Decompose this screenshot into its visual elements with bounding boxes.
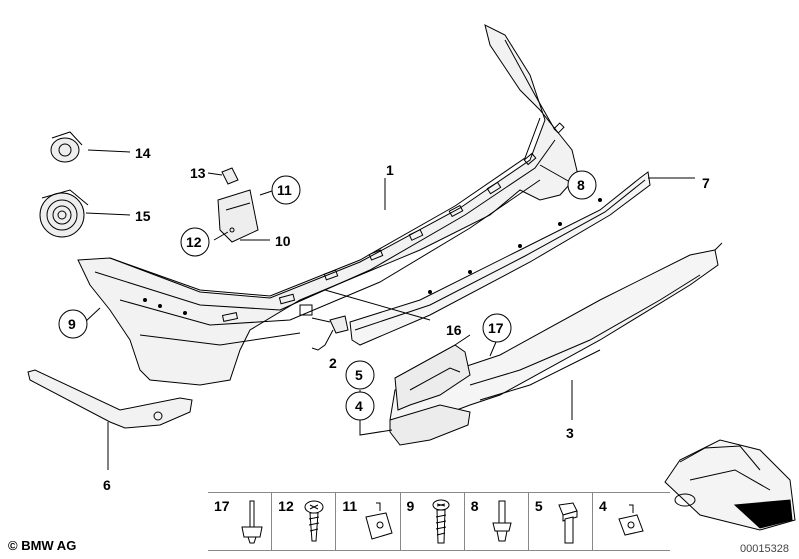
callout-6: 6 xyxy=(103,477,111,493)
tapping-screw-icon xyxy=(304,500,324,542)
callout-7: 7 xyxy=(702,175,710,191)
legend-label: 12 xyxy=(278,498,294,514)
callout-13: 13 xyxy=(190,165,206,181)
callout-11: 11 xyxy=(277,182,292,198)
callout-10: 10 xyxy=(275,233,291,249)
holder-bracket xyxy=(389,404,471,446)
callout-5: 5 xyxy=(355,367,363,383)
legend-label: 17 xyxy=(214,498,230,514)
legend-cell-5: 5 xyxy=(527,493,592,550)
mounting-bracket xyxy=(217,189,259,243)
screw-icon xyxy=(432,499,450,544)
legend-cell-12: 12 xyxy=(271,493,335,550)
legend-label: 11 xyxy=(342,498,358,514)
callout-17: 17 xyxy=(488,320,504,336)
copyright-text: © BMW AG xyxy=(8,538,77,553)
grommet xyxy=(50,131,83,163)
callout-8: 8 xyxy=(577,177,585,193)
clip-nut-icon xyxy=(365,502,393,540)
callout-12: 12 xyxy=(186,234,202,250)
callout-9: 9 xyxy=(68,316,76,332)
legend-cell-17: 17 xyxy=(208,493,271,550)
callout-3: 3 xyxy=(566,425,574,441)
callout-16: 16 xyxy=(446,322,462,338)
callout-1: 1 xyxy=(386,162,394,178)
document-number: 00015328 xyxy=(740,543,789,555)
callout-2: 2 xyxy=(329,355,337,371)
spiral-cover xyxy=(39,189,89,238)
callout-15: 15 xyxy=(135,208,151,224)
legend-cell-8: 8 xyxy=(463,493,528,550)
legend-label: 9 xyxy=(406,498,415,514)
fastener-legend: 17 12 11 9 8 5 4 xyxy=(208,492,670,551)
legend-cell-4: 4 xyxy=(592,493,670,550)
legend-cell-9: 9 xyxy=(399,493,464,550)
callout-4: 4 xyxy=(355,398,363,414)
small-clip xyxy=(221,167,239,185)
callout-14: 14 xyxy=(135,145,151,161)
legend-label: 8 xyxy=(470,498,479,514)
legend-label: 4 xyxy=(599,498,607,514)
rivet-icon xyxy=(241,500,263,544)
legend-label: 5 xyxy=(534,498,543,514)
car-thumbnail-icon xyxy=(664,439,796,531)
reinforcement-plate xyxy=(394,344,471,411)
leader-lines xyxy=(84,149,695,470)
hex-bolt-icon xyxy=(558,502,578,544)
side-trim xyxy=(27,369,193,429)
clip-nut-small-icon xyxy=(618,504,644,536)
bracket-with-wire xyxy=(311,315,349,351)
expanding-rivet-icon xyxy=(492,500,512,542)
legend-cell-11: 11 xyxy=(335,493,399,550)
